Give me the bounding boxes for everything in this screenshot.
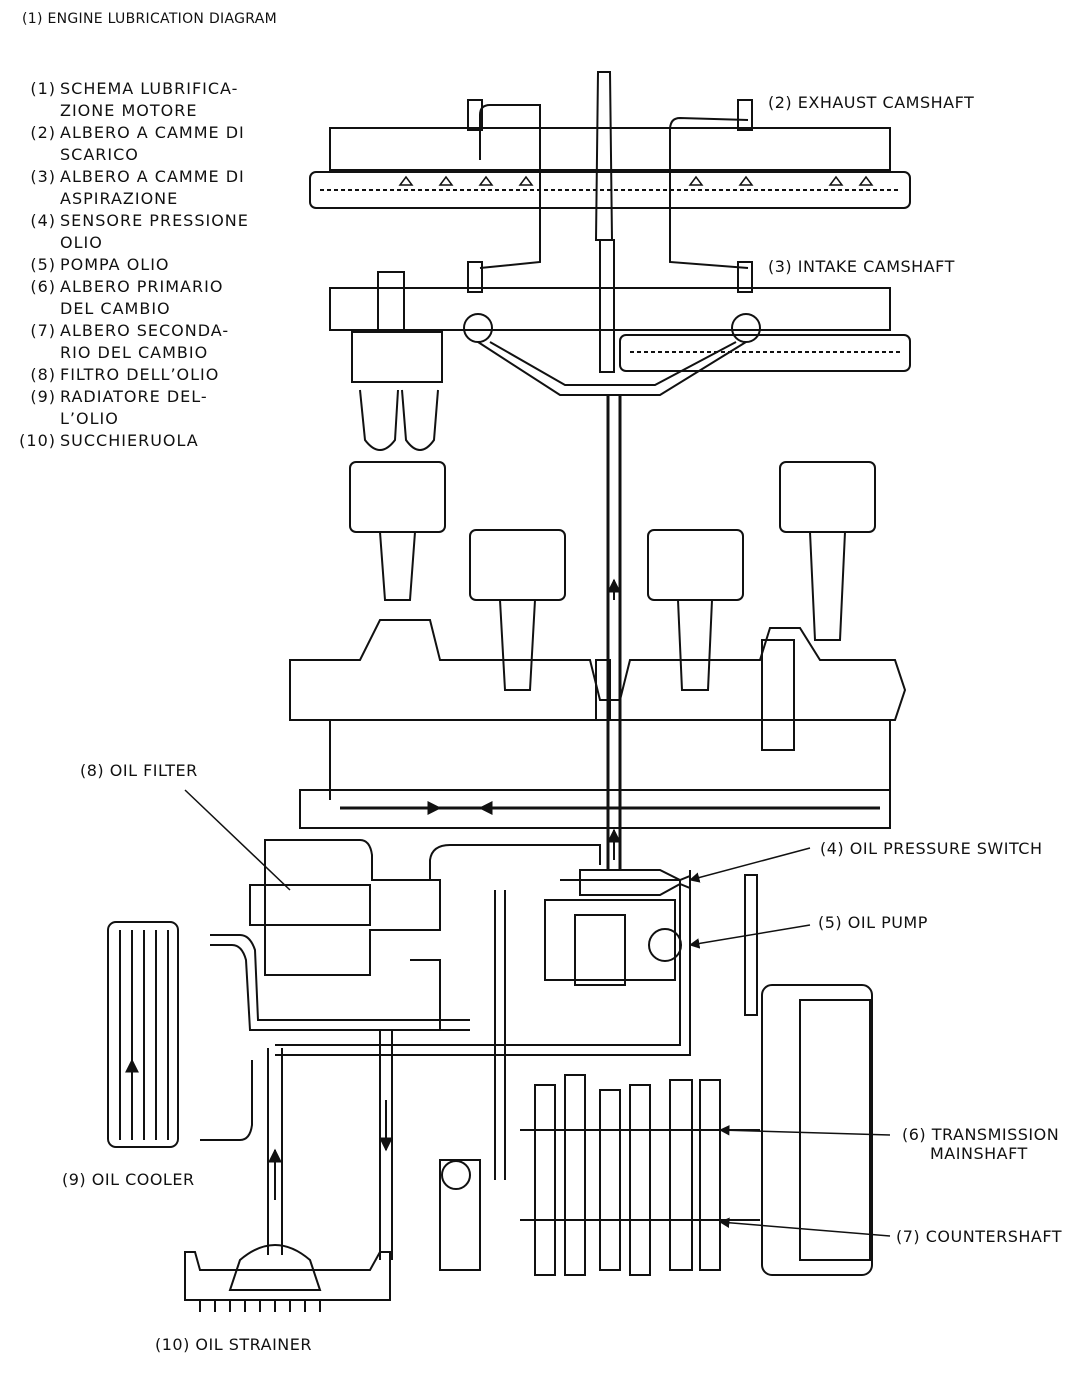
pistons [349,461,876,691]
diagram-title: (1) ENGINE LUBRICATION DIAGRAM [22,11,277,27]
exhaust-camshaft-drawing [309,71,911,269]
label-transmission-mainshaft-line2: MAINSHAFT [930,1144,1028,1163]
legend-item-9: (9)RADIATORE DEL- L’OLIO [30,387,208,428]
transmission-drawing [439,984,891,1276]
label-intake-camshaft: (3) INTAKE CAMSHAFT [768,257,955,276]
label-oil-pressure-switch: (4) OIL PRESSURE SWITCH [820,839,1043,858]
crankcase [289,619,907,829]
legend-item-3: (3)ALBERO A CAMME DI ASPIRAZIONE [30,167,245,208]
label-oil-cooler: (9) OIL COOLER [62,1170,195,1189]
label-oil-strainer: (10) OIL STRAINER [155,1335,312,1354]
main-oil-gallery [606,395,622,870]
label-countershaft: (7) COUNTERSHAFT [896,1227,1063,1246]
legend-item-1: (1)SCHEMA LUBRIFICA- ZIONE MOTORE [30,79,239,120]
oil-pump-drawing [544,874,811,1016]
legend-item-6: (6)ALBERO PRIMARIO DEL CAMBIO [30,277,224,318]
legend-item-8: (8)FILTRO DELL’OLIO [30,365,220,384]
oil-cooler-drawing [107,921,179,1148]
legend-item-2: (2)ALBERO A CAMME DI SCARICO [30,123,245,164]
label-oil-pump: (5) OIL PUMP [818,913,928,932]
oil-strainer-drawing [184,1244,391,1312]
oil-filter-drawing [184,789,601,976]
label-oil-filter: (8) OIL FILTER [80,761,198,780]
oil-pipes [200,870,691,1260]
legend-item-7: (7)ALBERO SECONDA- RIO DEL CAMBIO [30,321,230,362]
left-cylinder-head [351,271,443,451]
label-exhaust-camshaft: (2) EXHAUST CAMSHAFT [768,93,975,112]
intake-camshaft-drawing [329,239,911,396]
label-transmission-mainshaft: (6) TRANSMISSION [902,1125,1060,1144]
italian-legend: (1)SCHEMA LUBRIFICA- ZIONE MOTORE (2)ALB… [8,78,298,452]
legend-item-5: (5)POMPA OLIO [30,255,170,274]
legend-item-10: (10)SUCCHIERUOLA [19,431,199,450]
legend-item-4: (4)SENSORE PRESSIONE OLIO [30,211,249,252]
